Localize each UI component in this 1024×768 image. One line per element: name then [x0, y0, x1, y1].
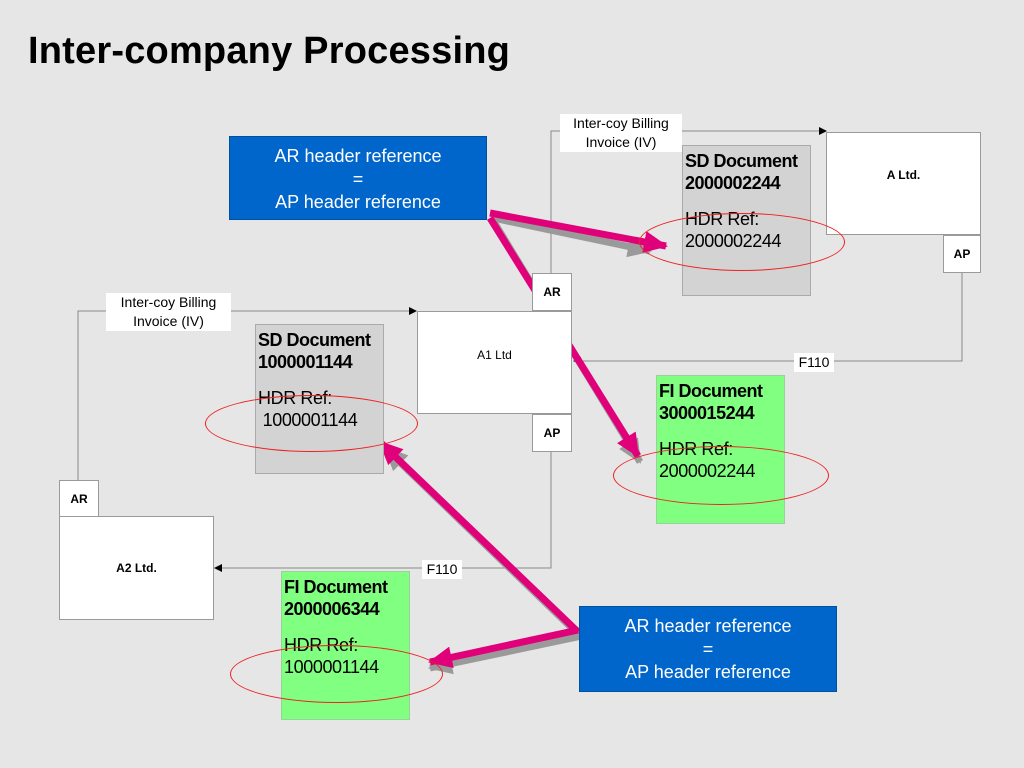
highlight-oval-fi-bottom [230, 645, 443, 703]
company-a-ltd: A Ltd. [826, 132, 981, 235]
note-header-reference-top: AR header reference=AP header reference [229, 136, 487, 220]
a1-ap-port: AP [532, 414, 572, 452]
note-header-reference-bottom: AR header reference=AP header reference [579, 606, 837, 692]
company-a-ltd-label: A Ltd. [886, 168, 921, 182]
highlight-oval-sd-top [639, 213, 845, 271]
highlight-oval-sd-mid [205, 395, 418, 452]
f110-flow-bottom-line [214, 452, 552, 572]
f110-label-bottom: F110 [422, 560, 462, 579]
company-a2-ltd: A2 Ltd. [59, 516, 214, 620]
a2-ar-port: AR [59, 480, 99, 517]
f110-flow-right-line [573, 273, 963, 365]
billing-flow-left-line [77, 307, 417, 480]
f110-label-right: F110 [794, 353, 834, 372]
highlight-oval-fi-right [613, 446, 829, 505]
reference-arrows [377, 209, 668, 675]
a-ltd-ap-port: AP [943, 235, 981, 273]
company-a1-ltd-label: A1 Ltd [477, 348, 512, 362]
company-a1-ltd: A1 Ltd [417, 311, 572, 414]
page-title: Inter-company Processing [28, 30, 511, 72]
a1-ar-port: AR [532, 273, 572, 311]
company-a2-ltd-label: A2 Ltd. [116, 561, 157, 575]
